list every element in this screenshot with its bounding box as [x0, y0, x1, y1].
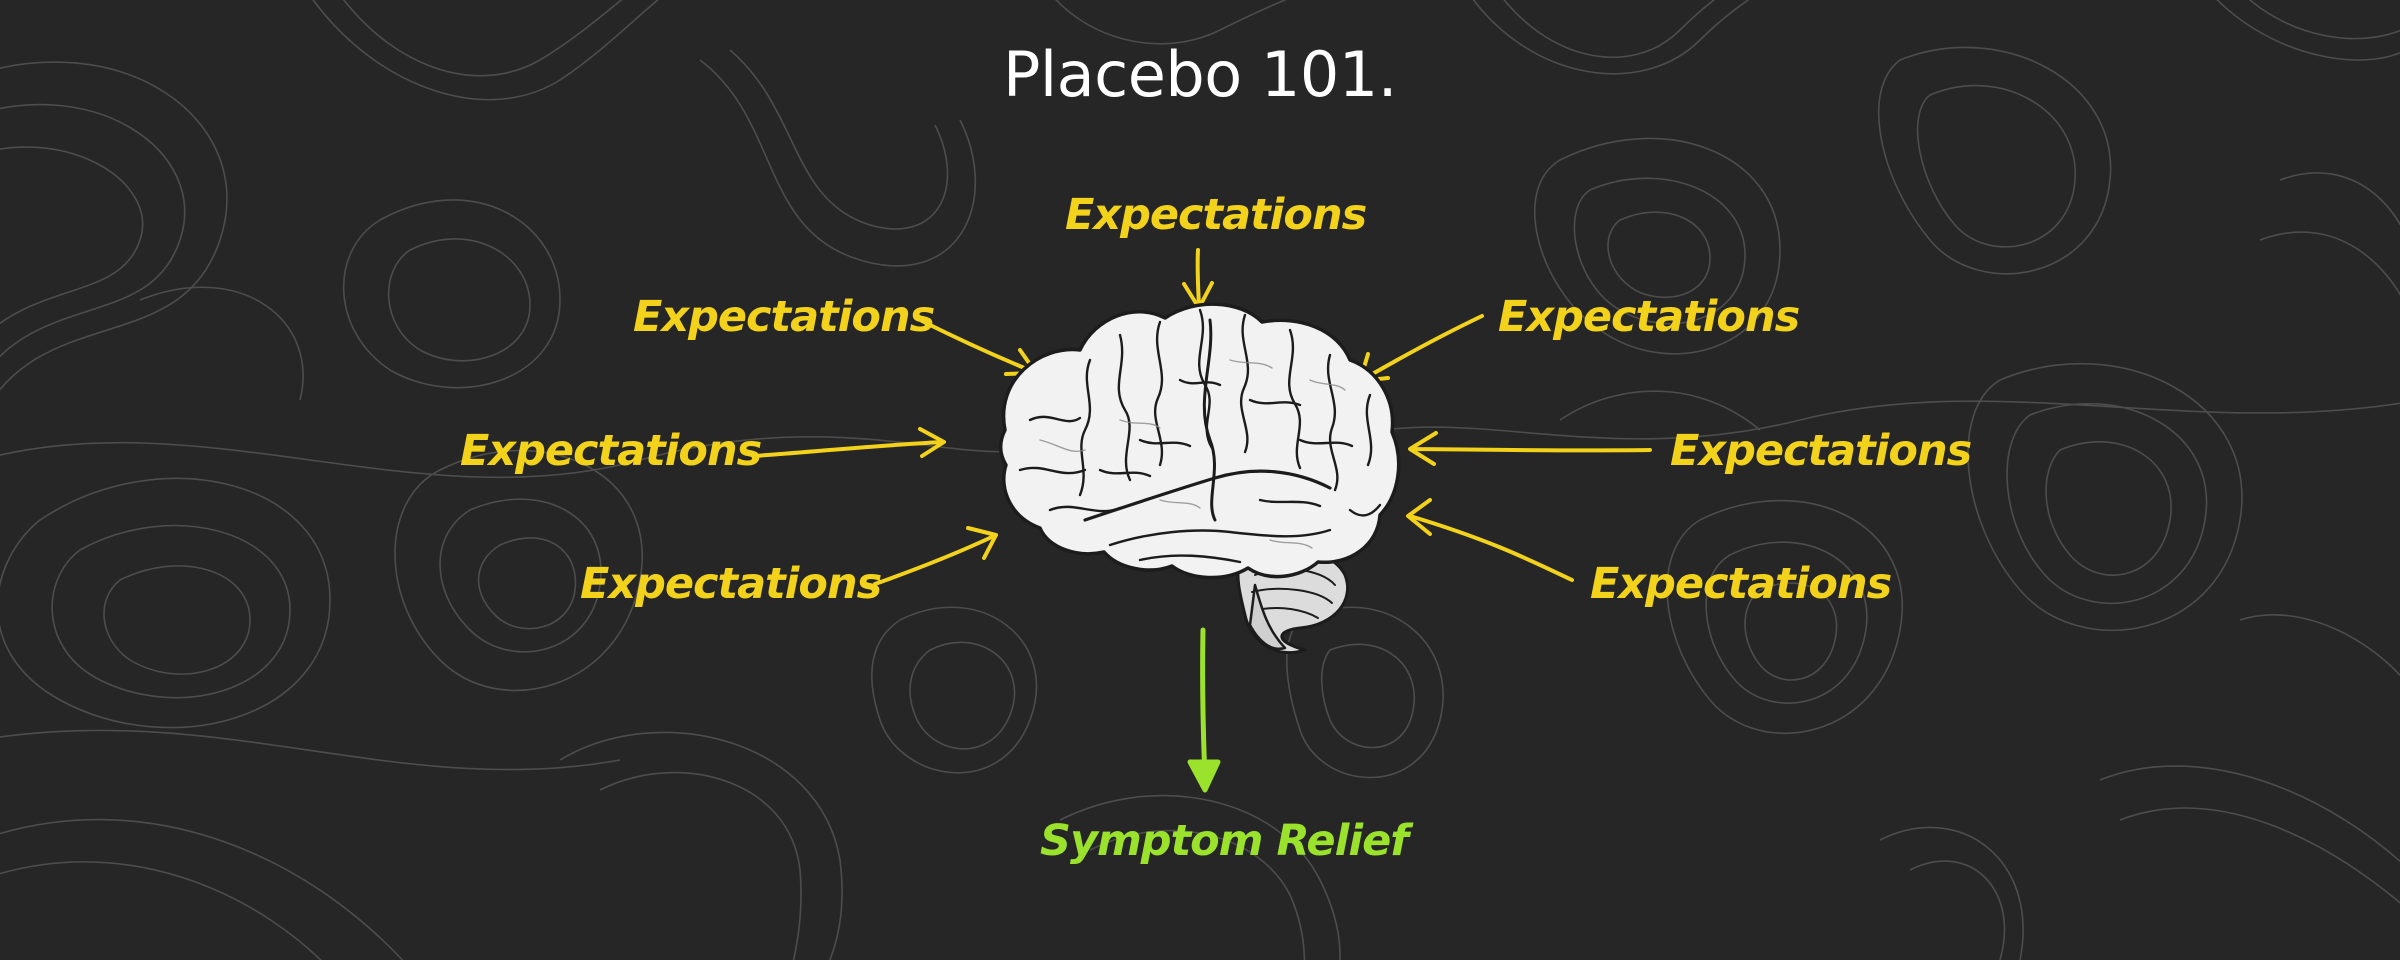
- expectation-label-upper-right: Expectations: [1498, 292, 1800, 342]
- arrow-icon: [1187, 627, 1221, 793]
- page-title: Placebo 101.: [1003, 38, 1397, 111]
- expectation-label-lower-left: Expectations: [580, 559, 882, 609]
- expectation-label-upper-left: Expectations: [633, 292, 935, 342]
- symptom-relief-label: Symptom Relief: [1040, 816, 1409, 866]
- expectation-label-middle-right: Expectations: [1670, 426, 1972, 476]
- expectation-label-lower-right: Expectations: [1590, 559, 1892, 609]
- arrow-icon: [873, 526, 998, 586]
- expectation-label-middle-left: Expectations: [460, 426, 762, 476]
- expectation-label-top: Expectations: [1065, 190, 1367, 240]
- arrow-icon: [1408, 431, 1652, 466]
- arrow-icon: [752, 427, 946, 458]
- arrow-icon: [1406, 498, 1574, 582]
